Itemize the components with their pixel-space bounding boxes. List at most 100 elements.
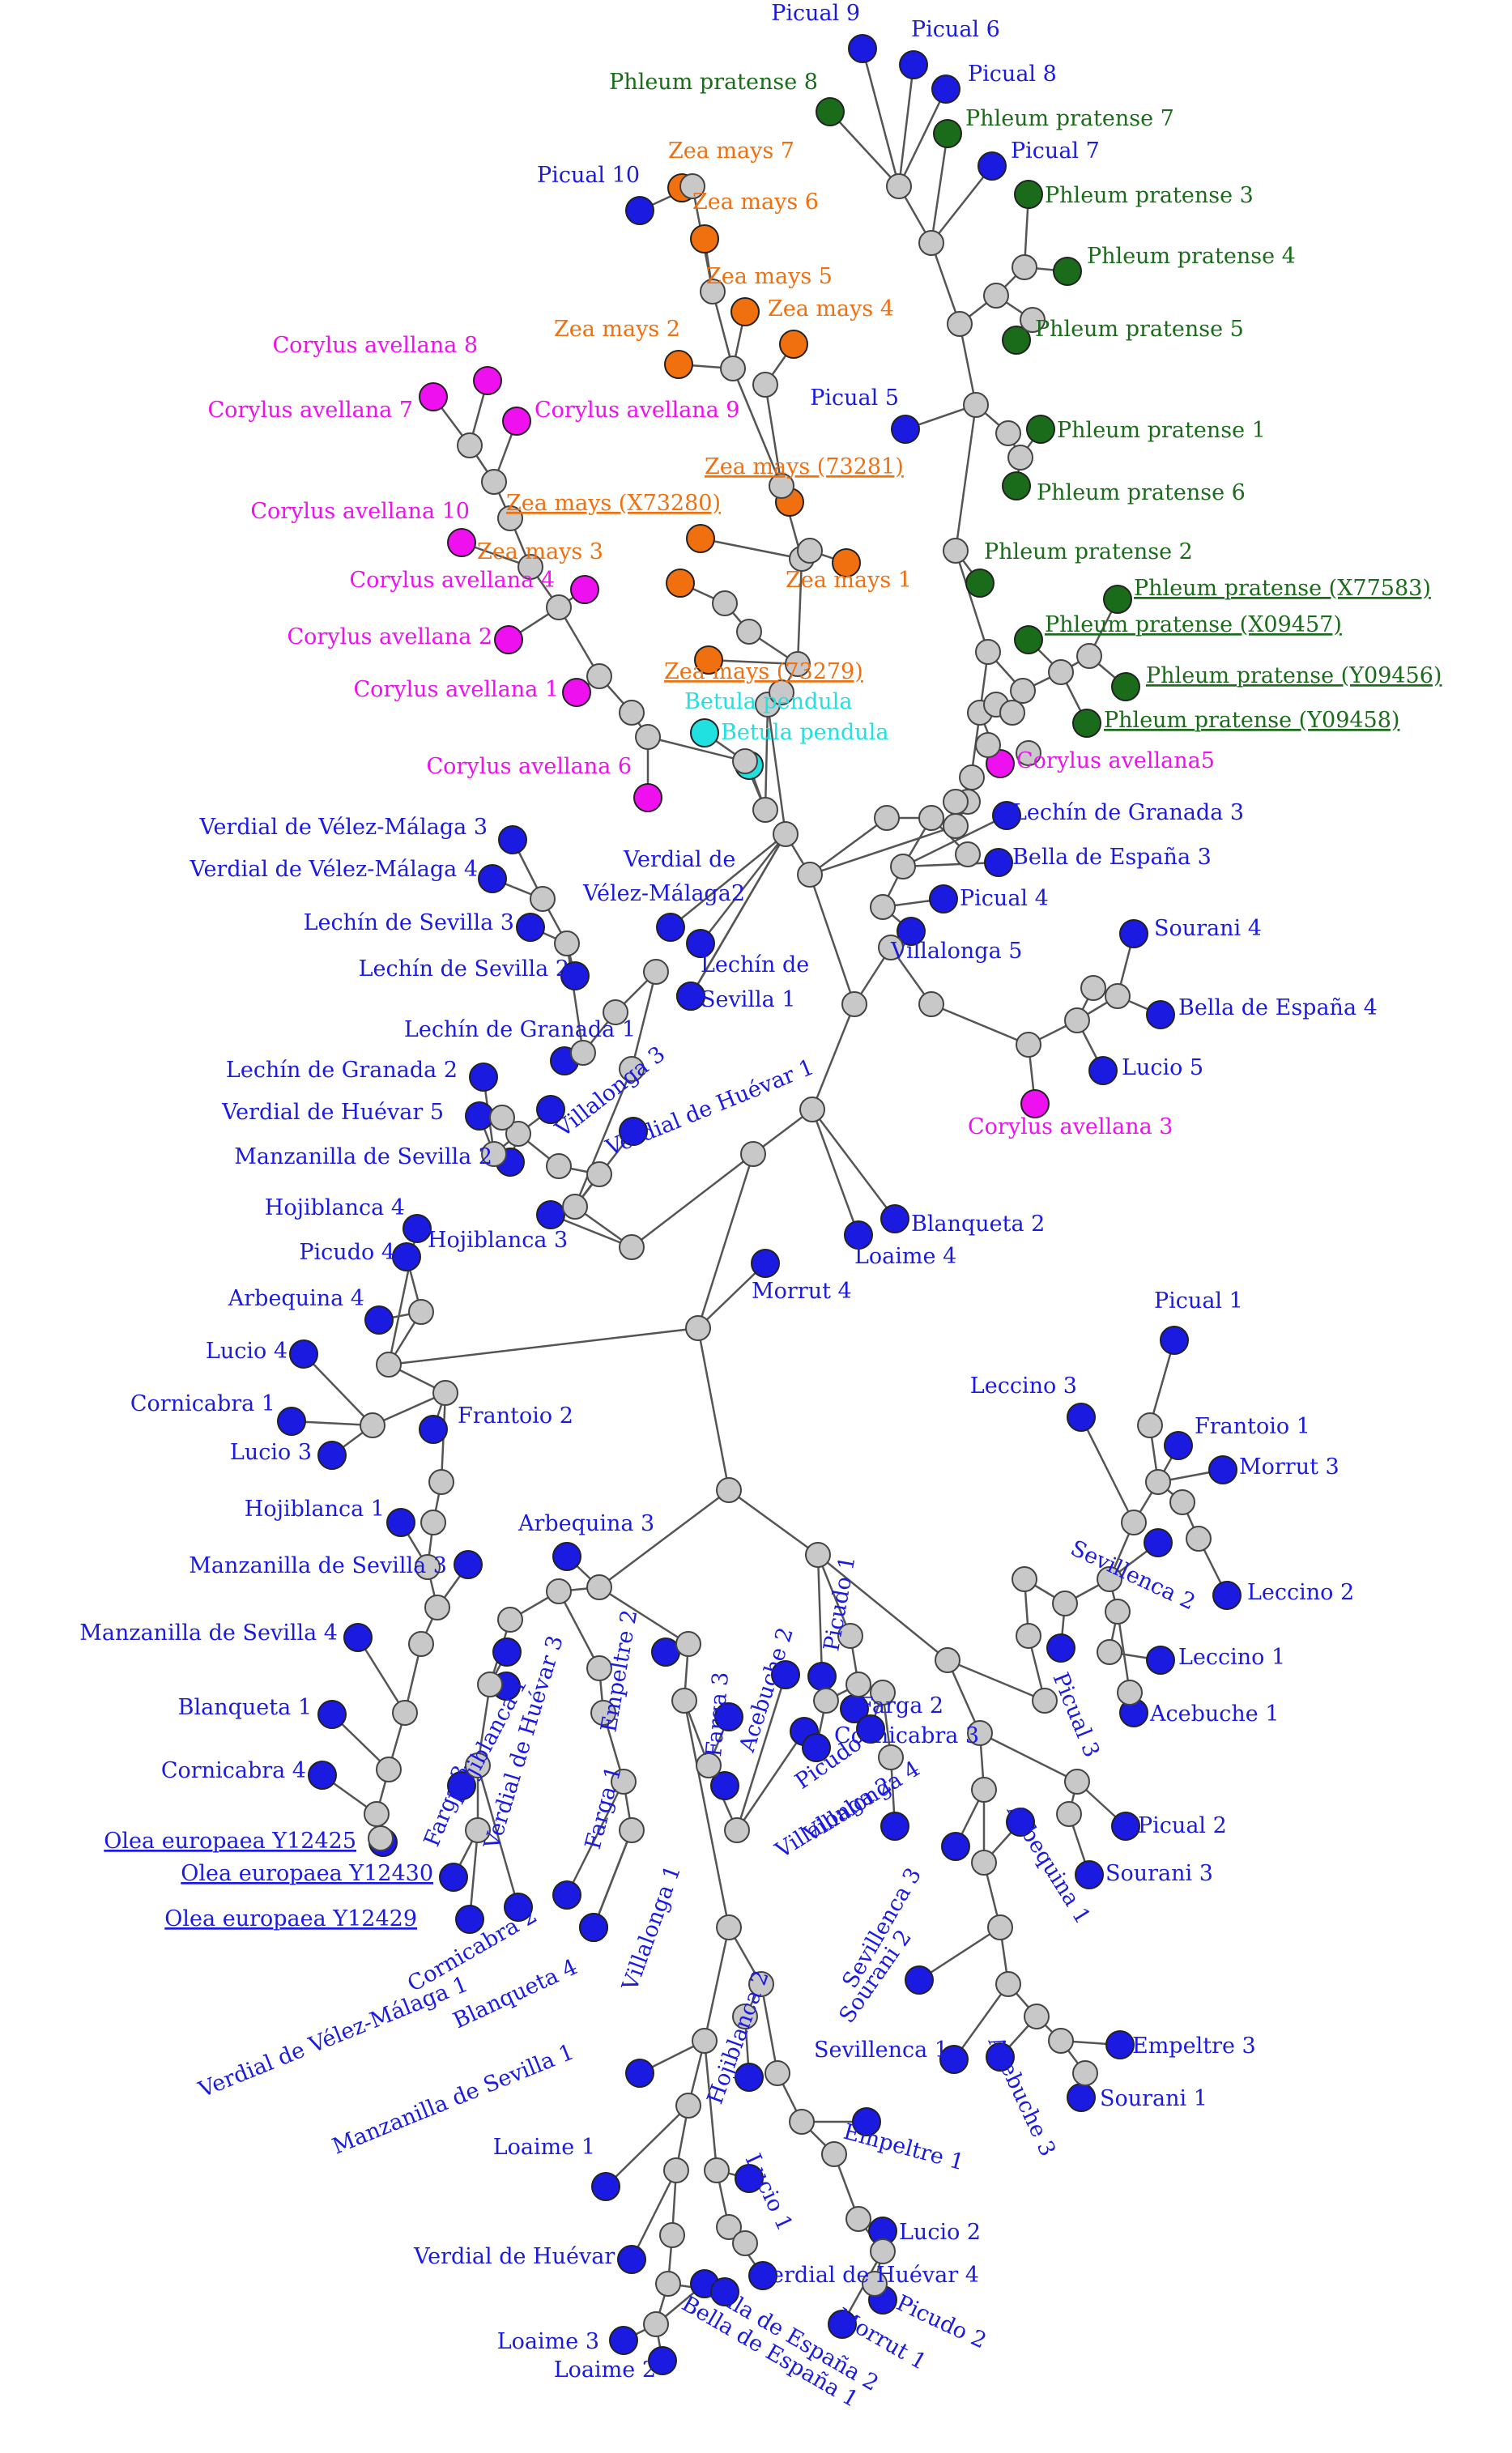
leaf-label: Lechín de — [701, 952, 809, 977]
leaf-edge — [630, 2170, 678, 2260]
internal-node — [1012, 254, 1037, 280]
leaf-node — [473, 366, 502, 395]
leaf-edge — [897, 88, 948, 187]
leaf-node — [992, 801, 1021, 830]
leaf-node — [730, 297, 760, 326]
leaf-node — [1111, 1812, 1140, 1841]
leaf-edge — [735, 1731, 806, 1831]
internal-node — [748, 1971, 774, 1997]
leaf-label: Picual 5 — [810, 385, 899, 411]
leaf-label: Manzanilla de Sevilla 4 — [79, 1620, 338, 1646]
internal-node — [489, 1105, 515, 1131]
internal-node — [428, 1469, 454, 1495]
leaf-edge — [930, 133, 949, 244]
leaf-edge — [565, 1781, 625, 1896]
leaf-node — [1006, 1808, 1035, 1837]
tree-edge — [979, 1731, 1078, 1783]
leaf-label: Olea europaea Y12429 — [164, 1906, 417, 1931]
leaf-node — [1111, 672, 1140, 701]
leaf-label: Hojiblanca 4 — [265, 1195, 405, 1220]
leaf-label: Verdial de Huévar 4 — [756, 2263, 979, 2288]
internal-node — [1137, 1412, 1163, 1438]
tree-edge — [696, 1153, 755, 1329]
leaf-node — [807, 1662, 837, 1691]
internal-node — [619, 1234, 645, 1260]
internal-node — [659, 2222, 685, 2248]
internal-node — [799, 1097, 825, 1122]
leaf-node — [1002, 471, 1031, 500]
leaf-node — [1208, 1455, 1237, 1484]
leaf-label: Picual 4 — [960, 886, 1049, 911]
leaf-label: Morrut 3 — [1239, 1454, 1340, 1480]
leaf-label: Zea mays 7 — [668, 138, 794, 164]
tree-nodes — [277, 34, 1242, 2375]
leaf-node — [1146, 1646, 1175, 1675]
leaf-node — [504, 1893, 533, 1922]
leaf-node — [694, 645, 723, 675]
internal-node — [870, 2238, 896, 2264]
tree-edge — [817, 1554, 948, 1661]
leaf-label: Phleum pratense (Y09458) — [1104, 708, 1399, 733]
leaf-node — [609, 2326, 638, 2355]
leaf-node — [469, 1063, 498, 1092]
leaf-node — [941, 1832, 970, 1861]
internal-node — [870, 894, 896, 920]
leaf-label: Verdial de Vélez-Málaga 3 — [198, 815, 488, 840]
internal-node — [1105, 1599, 1131, 1625]
leaf-label: Farga 3 — [701, 1671, 734, 1757]
leaf-label: Verdial de Vélez-Málaga 4 — [189, 857, 478, 882]
leaf-node — [933, 119, 962, 148]
leaf-node — [386, 1508, 415, 1537]
leaf-node — [552, 1542, 581, 1571]
tree-edge — [731, 368, 783, 487]
leaf-node — [562, 678, 591, 707]
leaf-label: Verdial de — [623, 847, 735, 872]
leaf-edge — [697, 1263, 766, 1329]
leaf-label: Corylus avellana 2 — [287, 624, 492, 649]
leaf-label: Leccino 2 — [1247, 1580, 1354, 1605]
internal-node — [837, 1623, 863, 1649]
internal-node — [619, 1056, 645, 1082]
leaf-node — [1164, 1431, 1193, 1460]
leaf-label: Acebuche 1 — [1149, 1701, 1280, 1727]
leaf-label: Picual 8 — [968, 62, 1057, 87]
leaf-label: Lechín de Granada 1 — [404, 1017, 636, 1042]
leaf-node — [591, 2172, 620, 2201]
internal-node — [671, 1688, 697, 1714]
leaf-node — [802, 1733, 831, 1762]
internal-node — [765, 2060, 790, 2086]
leaf-label: Farga 1 — [581, 1763, 627, 1851]
leaf-node — [929, 884, 958, 913]
leaf-label: Corylus avellana 3 — [968, 1114, 1173, 1139]
leaf-node — [848, 34, 877, 63]
leaf-node — [516, 913, 545, 942]
leaf-node — [1014, 625, 1043, 654]
leaf-label: Zea mays (73279) — [664, 659, 863, 684]
leaf-node — [880, 1812, 909, 1841]
leaf-node — [536, 1095, 565, 1124]
leaf-label: Acebuche 3 — [982, 2032, 1060, 2161]
leaf-node — [1053, 257, 1082, 286]
internal-node — [619, 1817, 645, 1843]
internal-node — [947, 311, 973, 337]
leaf-label: Phleum pratense (Y09456) — [1146, 663, 1442, 688]
internal-node — [586, 1161, 612, 1187]
leaf-label: Leccino 3 — [970, 1373, 1077, 1399]
leaf-label: Manzanilla de Sevilla 3 — [189, 1553, 447, 1578]
tree-edge — [954, 404, 977, 551]
tree-edge — [958, 323, 977, 406]
internal-node — [663, 2157, 689, 2183]
leaf-edge — [902, 814, 1007, 868]
leaf-node — [779, 330, 808, 359]
leaf-label: Verdial de Huévar 3 — [413, 2244, 636, 2269]
leaf-node — [648, 2346, 677, 2375]
internal-node — [586, 1574, 612, 1600]
tree-edge — [931, 1003, 1029, 1046]
leaf-node — [552, 1880, 581, 1910]
leaf-label: Picudo 4 — [299, 1240, 395, 1265]
leaf-node — [710, 1771, 739, 1800]
leaf-node — [816, 97, 845, 126]
leaf-node — [897, 917, 926, 946]
internal-node — [376, 1757, 402, 1782]
internal-node — [554, 931, 580, 956]
